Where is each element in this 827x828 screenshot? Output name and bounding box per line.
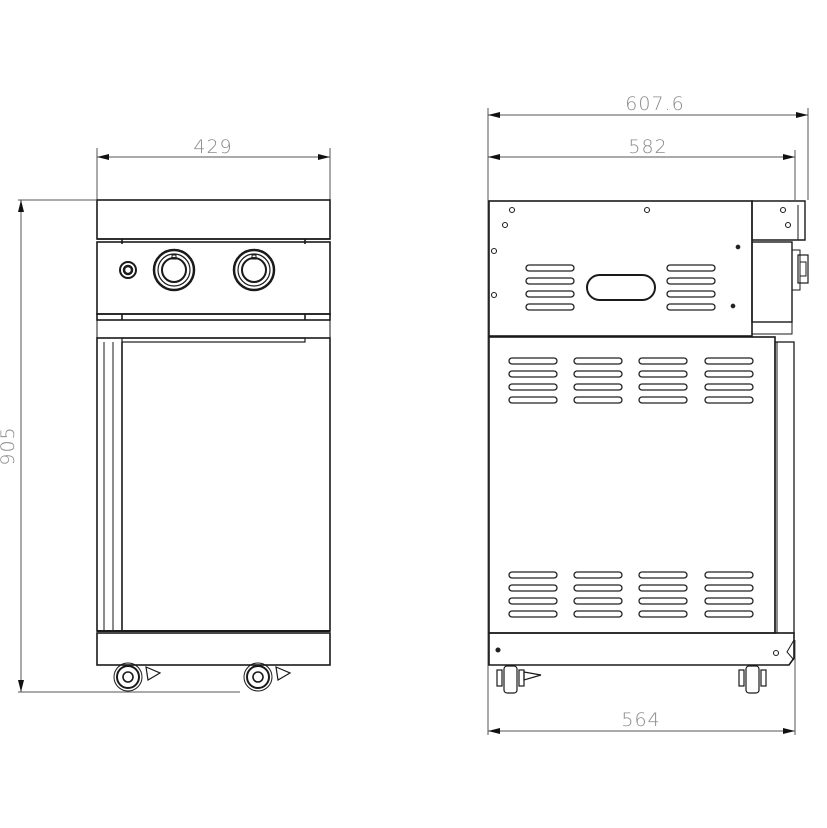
dimension-side-overall [487,108,809,735]
front-caster-right [243,662,292,692]
front-view: 429 905 [0,136,331,693]
front-door [96,337,331,632]
screw-holes [490,206,792,657]
dimension-label-607-6: 607.6 [625,93,684,115]
dimension-front-width [96,148,331,200]
burner-knob-left-icon [152,248,196,292]
front-top-panel [96,199,331,240]
side-door-edge [774,341,795,634]
side-caster-front [738,665,767,694]
upper-vents-right [667,265,715,310]
side-view: 607.6 582 564 [487,93,809,735]
side-caster-rear [496,665,542,694]
side-oval-cutout [586,274,656,301]
side-base [488,632,795,666]
ignition-button-icon [119,261,137,279]
front-caster-left [113,662,162,692]
knob-housing [751,241,793,323]
dimension-label-905: 905 [0,426,19,465]
burner-knob-right-icon [232,248,276,292]
dimension-front-height [18,199,240,693]
lower-bottom-vents [509,572,753,617]
dimension-label-564: 564 [621,709,660,731]
upper-vents-left [526,265,574,310]
front-base [96,632,331,666]
dimension-label-582: 582 [628,136,667,158]
dimension-label-429: 429 [193,136,232,158]
lower-top-vents [509,358,753,403]
side-upper-panel [488,200,753,337]
side-lower-panel [488,336,776,634]
